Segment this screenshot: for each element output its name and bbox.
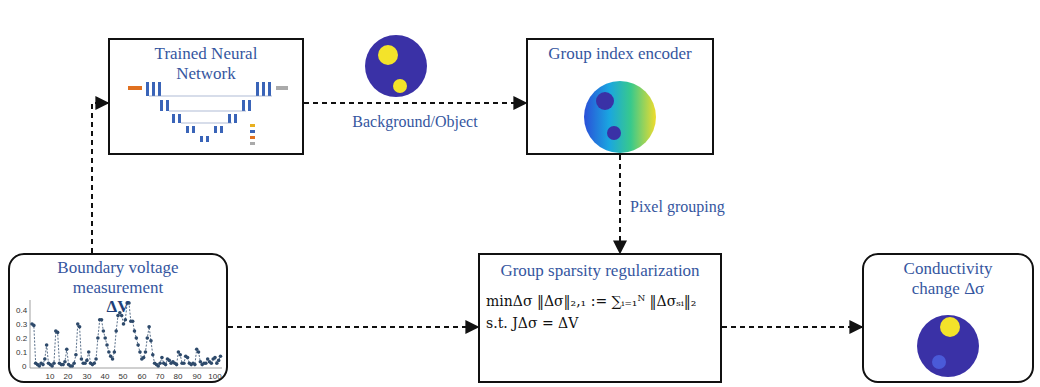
box-text: minΔσ ‖Δσ‖₂,₁ := ∑ᵢ₌₁ᴺ ‖Δσₛᵢ‖₂ [486,293,718,309]
axis-tick: 0.2 [16,335,27,343]
voltage-point [158,361,162,365]
dashed-arrow [722,326,862,328]
measurement-box: Boundary voltage measurementΔV [8,253,228,383]
voltage-point [219,354,223,358]
box-text: s.t. JΔσ = ΔV [486,315,718,331]
box-text: ΔV [13,297,223,317]
axis-tick: 90 [193,373,202,381]
box-title: Group sparsity regularization [485,261,715,281]
group-index-disk [584,81,656,153]
axis-tick: 60 [138,373,147,381]
network-box: Trained Neural Network [108,38,304,155]
voltage-point [133,329,137,333]
voltage-point [178,353,182,357]
voltage-point [175,363,179,367]
voltage-point [63,360,67,364]
voltage-point [142,356,146,360]
voltage-point [164,363,168,367]
voltage-point [32,324,36,328]
conductivity-disk [917,315,979,377]
axis-tick: 100 [208,373,221,381]
voltage-point [107,350,111,354]
voltage-point [80,357,84,361]
voltage-point [122,322,126,326]
voltage-point [193,363,197,367]
voltage-point [131,319,135,323]
voltage-point [113,350,117,354]
axis-tick: 0.1 [16,349,27,357]
voltage-point [41,363,45,367]
voltage-point [85,359,89,363]
voltage-point [217,359,221,363]
dashed-arrow [304,102,526,104]
voltage-point [124,318,128,322]
voltage-point [92,361,96,365]
y-axis [30,300,31,368]
voltage-point [52,361,56,365]
voltage-point [43,357,47,361]
axis-tick: 10 [46,373,55,381]
voltage-point [160,356,164,360]
voltage-point [78,325,82,329]
voltage-point [144,350,148,354]
axis-tick: 50 [119,373,128,381]
voltage-point [111,357,115,361]
voltage-point [138,350,142,354]
voltage-point [87,350,91,354]
voltage-point [65,347,69,351]
box-title: Conductivity change Δσ [893,259,1003,298]
voltage-point [96,336,100,340]
dashed-arrow [619,155,621,253]
voltage-point [210,361,214,365]
voltage-point [147,325,151,329]
axis-tick: 0.4 [16,307,27,315]
voltage-point [103,336,107,340]
axis-tick: 80 [174,373,183,381]
axis-tick: 0.3 [16,321,27,329]
axis-tick: 40 [101,373,110,381]
axis-tick: 0 [22,363,26,371]
voltage-point [114,329,118,333]
encoder-box: Group index encoder [526,38,714,155]
voltage-point [72,361,76,365]
voltage-point [197,350,201,354]
voltage-point [145,336,149,340]
voltage-point [102,329,106,333]
unet-figure [128,82,288,145]
voltage-point [100,318,104,322]
voltage-point [149,339,153,343]
axis-tick: 20 [64,373,73,381]
dashed-arrow [228,326,478,328]
voltage-point [56,331,60,335]
voltage-point [182,361,186,365]
voltage-point [136,343,140,347]
edge-label: Background/Object [350,113,479,131]
voltage-point [186,356,190,360]
segmentation-disk [365,35,427,97]
voltage-point [151,353,155,357]
voltage-point [94,357,98,361]
axis-tick: 70 [156,373,165,381]
voltage-point [74,353,78,357]
voltage-point [204,361,208,365]
regularization-box: Group sparsity regularization minΔσ ‖Δσ‖₂… [478,253,722,383]
output-box: Conductivity change Δσ [862,253,1034,383]
voltage-point [135,336,139,340]
edge-label: Pixel grouping [628,198,727,216]
box-title: Boundary voltage measurement [13,258,223,297]
box-title: Group index encoder [545,44,695,64]
x-axis [30,368,222,369]
voltage-point [45,343,49,347]
axis-tick: 30 [83,373,92,381]
voltage-point [105,343,109,347]
box-title: Trained Neural Network [146,44,266,83]
dashed-arrow [92,103,108,253]
voltage-point [213,356,217,360]
